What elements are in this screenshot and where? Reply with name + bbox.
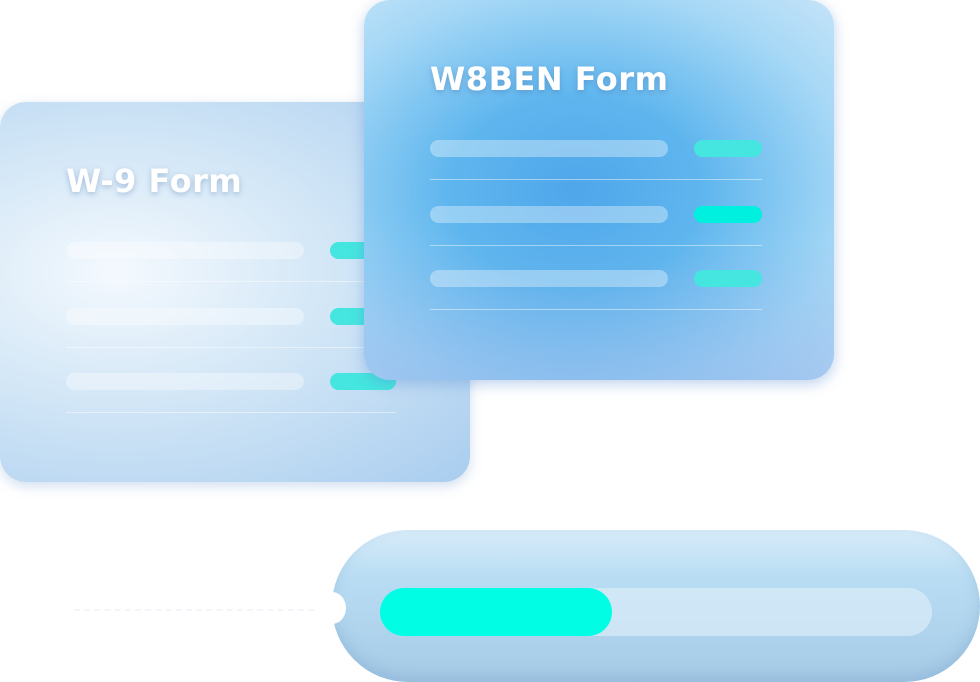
progress-container	[332, 530, 980, 682]
form-row	[430, 140, 830, 206]
progress-fill	[380, 588, 612, 636]
form-row	[430, 206, 830, 272]
card-title: W-9 Form	[66, 162, 243, 200]
card-title: W8BEN Form	[430, 60, 669, 98]
form-row	[66, 373, 466, 439]
form-row	[430, 270, 830, 336]
connector-line	[74, 609, 314, 611]
w8ben-form-card[interactable]: W8BEN Form	[364, 0, 834, 380]
progress-track	[380, 588, 932, 636]
connector-knob	[318, 592, 346, 624]
